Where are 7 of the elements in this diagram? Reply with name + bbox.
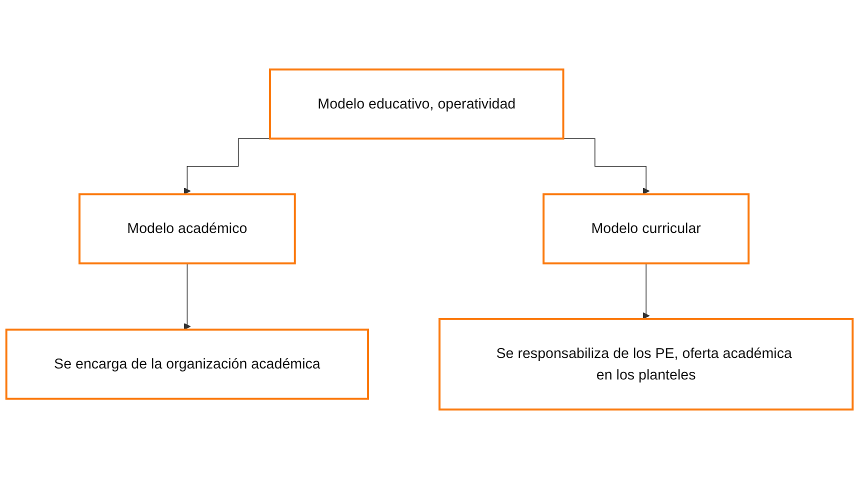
node-box: Modelo educativo, operatividad [269,68,564,140]
arrow [642,262,650,320]
node-box: Se responsabiliza de los PE, oferta académica en los planteles [438,318,854,410]
node-box: Modelo académico [78,193,296,264]
node-box: Se encarga de la organización académica [5,328,369,400]
node-box: Modelo curricular [542,193,750,264]
arrow [184,262,191,330]
